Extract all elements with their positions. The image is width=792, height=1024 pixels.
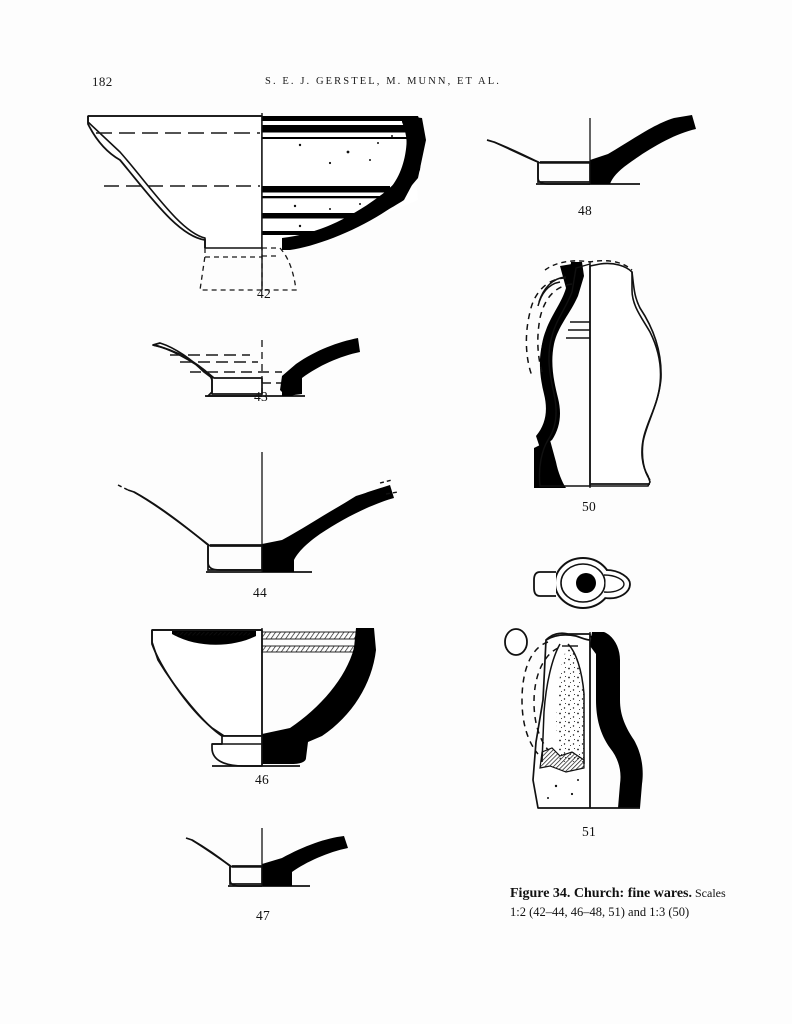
vessel-drawing-50 bbox=[525, 260, 662, 488]
vessel-drawing-43 bbox=[152, 338, 360, 397]
vessel-drawing-48 bbox=[486, 115, 696, 185]
vessel-drawing-44 bbox=[117, 452, 399, 573]
object-number-42: 42 bbox=[256, 286, 272, 301]
object-number-51: 51 bbox=[581, 824, 597, 839]
object-number-44: 44 bbox=[252, 585, 268, 600]
object-number-50: 50 bbox=[581, 499, 597, 514]
vessel-drawing-51 bbox=[504, 628, 643, 809]
caption-title: Figure 34. Church: fine wares. bbox=[510, 886, 692, 901]
caption-scales-line: 1:2 (42–44, 46–48, 51) and 1:3 (50) bbox=[510, 904, 690, 919]
figure-caption: Figure 34. Church: fine wares. Scales 1:… bbox=[510, 884, 760, 921]
object-number-43: 43 bbox=[253, 389, 269, 404]
page-number: 182 bbox=[92, 74, 113, 89]
running-title: S. E. J. Gerstel, M. Munn, et al. bbox=[265, 76, 501, 87]
vessel-drawing-51-plan bbox=[533, 557, 631, 609]
object-number-47: 47 bbox=[255, 908, 271, 923]
vessel-drawing-47 bbox=[185, 828, 348, 887]
object-number-48: 48 bbox=[577, 203, 593, 218]
vessel-drawing-46 bbox=[151, 628, 376, 767]
caption-scales-lead: Scales bbox=[692, 886, 726, 900]
object-number-46: 46 bbox=[254, 772, 270, 787]
vessel-drawing-42 bbox=[87, 113, 426, 291]
running-header: 182 S. E. J. Gerstel, M. Munn, et al. bbox=[0, 74, 792, 94]
